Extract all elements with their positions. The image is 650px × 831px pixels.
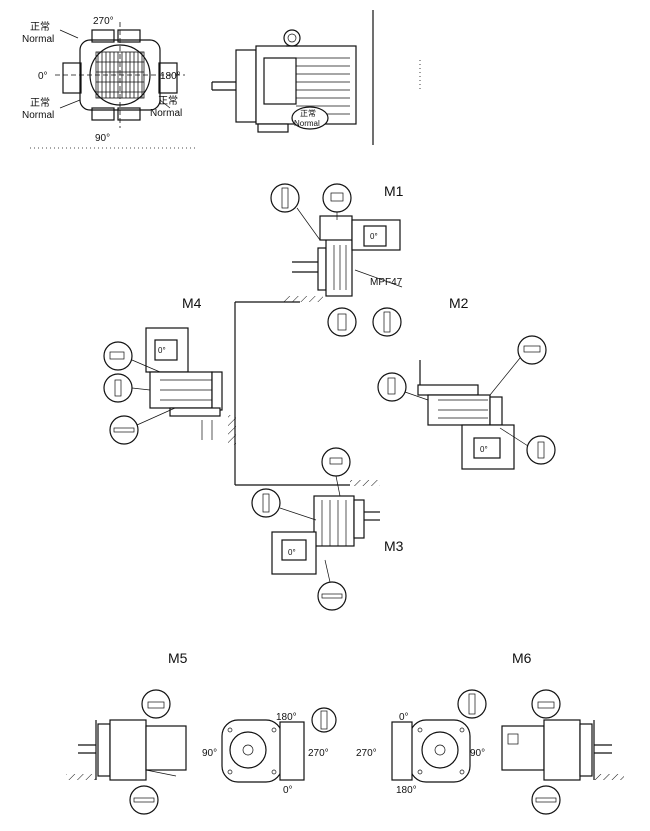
normal-cn-label-left: 正常 — [30, 96, 50, 109]
normal-en-label-left: Normal — [22, 110, 54, 121]
m6-oil-plug-circle-2 — [531, 689, 561, 719]
mpf47-label: MPF47 — [370, 277, 403, 288]
mounting-wall-frame — [228, 296, 380, 486]
terminal-box-front-view — [30, 22, 195, 149]
motor-normal-cn: 正常 — [300, 109, 316, 118]
m2-label: M2 — [449, 295, 469, 311]
m6-angle-top: 0° — [399, 712, 409, 723]
angle-270-label: 270° — [93, 16, 114, 27]
m1-oil-plug-circle-2 — [322, 183, 352, 213]
motor-side-view — [211, 29, 357, 133]
normal-cn-label-right: 正常 — [158, 94, 178, 107]
m3-oil-plug-circle-3 — [317, 581, 347, 611]
m6-front-view — [391, 719, 471, 783]
m6-label: M6 — [512, 650, 532, 666]
m6-angle-right: 90° — [470, 748, 485, 759]
m5-oil-plug-circle-2 — [129, 785, 159, 815]
angle-180-label: 180° — [160, 71, 181, 82]
m5-label: M5 — [168, 650, 188, 666]
m2-oil-plug-circle-2 — [517, 335, 547, 365]
normal-en-label-right: Normal — [150, 108, 182, 119]
m3-oil-plug-circle-1 — [321, 447, 351, 477]
m1-oil-plug-circle-3 — [327, 307, 357, 337]
m4-motor-zero: 0° — [158, 346, 166, 355]
angle-0-label: 0° — [38, 71, 48, 82]
m3-oil-plug-circle-2 — [251, 488, 281, 518]
m5-oil-plug-circle-1 — [141, 689, 171, 719]
m4-oil-plug-circle-3 — [109, 415, 139, 445]
m6-angle-left: 270° — [356, 748, 377, 759]
m3-assembly — [271, 495, 380, 575]
m1-label: M1 — [384, 183, 404, 199]
m5-angle-right: 270° — [308, 748, 329, 759]
m4-oil-plug-circle-1 — [103, 341, 133, 371]
normal-en-label-top: Normal — [22, 34, 54, 45]
m2-oil-plug-circle-1 — [377, 372, 407, 402]
m5-oil-plug-circle-3 — [311, 707, 337, 733]
m2-motor-zero: 0° — [480, 445, 488, 454]
m1-motor-zero: 0° — [370, 232, 378, 241]
m6-angle-bottom: 180° — [396, 785, 417, 796]
normal-cn-label-top: 正常 — [30, 20, 50, 33]
m6-oil-plug-circle-3 — [531, 785, 561, 815]
m1-assembly — [292, 215, 401, 297]
m4-label: M4 — [182, 295, 202, 311]
angle-90-label: 90° — [95, 133, 110, 144]
m6-oil-plug-circle-1 — [457, 689, 487, 719]
m2-assembly — [417, 360, 515, 470]
m5-angle-left: 90° — [202, 748, 217, 759]
motor-normal-en: Normal — [294, 119, 320, 128]
m2-oil-plug-circle-3 — [526, 435, 556, 465]
m5-front-view — [221, 719, 305, 783]
m6-side-view — [501, 719, 624, 781]
m5-angle-bottom: 0° — [283, 785, 293, 796]
m5-side-view — [66, 719, 187, 781]
m4-assembly — [145, 327, 223, 440]
m5-angle-top: 180° — [276, 712, 297, 723]
m3-label: M3 — [384, 538, 404, 554]
m4-oil-plug-circle-2 — [103, 373, 133, 403]
m3-motor-zero: 0° — [288, 548, 296, 557]
m1-oil-plug-circle-4 — [372, 307, 402, 337]
m1-oil-plug-circle-1 — [270, 183, 300, 213]
